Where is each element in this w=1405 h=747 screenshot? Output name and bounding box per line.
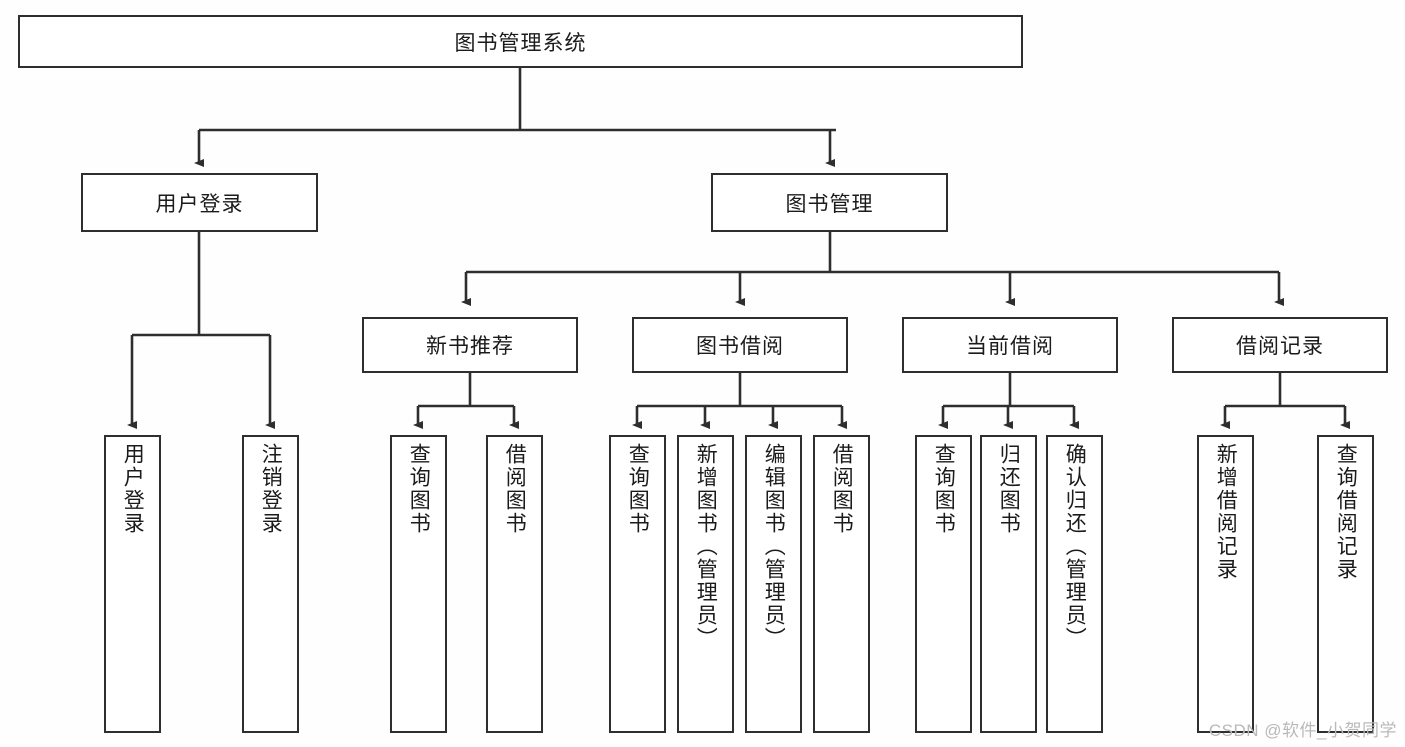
csdn-watermark: CSDN @软件_小贺同学 — [1208, 721, 1397, 740]
node-borrow-record[interactable]: 借阅记录 — [1172, 317, 1388, 373]
node-label: 用户登录 — [121, 443, 145, 535]
node-label: 编辑图书（管理员） — [762, 443, 786, 650]
leaf-add-book-admin[interactable]: 新增图书（管理员） — [677, 435, 734, 733]
leaf-query-book-current[interactable]: 查询图书 — [915, 435, 972, 733]
leaf-query-book-borrow[interactable]: 查询图书 — [609, 435, 666, 733]
node-label: 归还图书 — [997, 443, 1021, 535]
node-label: 借阅记录 — [1236, 335, 1324, 358]
node-label: 查询图书 — [932, 443, 956, 535]
node-label: 当前借阅 — [966, 335, 1054, 358]
node-label: 确认归还（管理员） — [1063, 443, 1087, 650]
node-label: 注销登录 — [259, 443, 283, 535]
node-label: 新增借阅记录 — [1214, 443, 1238, 581]
node-label: 查询图书 — [626, 443, 650, 535]
node-label: 用户登录 — [155, 192, 244, 216]
leaf-borrow-book-recommend[interactable]: 借阅图书 — [486, 435, 543, 733]
leaf-query-book-recommend[interactable]: 查询图书 — [390, 435, 447, 733]
node-label: 借阅图书 — [830, 443, 854, 535]
leaf-borrow-book[interactable]: 借阅图书 — [813, 435, 870, 733]
leaf-query-borrow-record[interactable]: 查询借阅记录 — [1317, 435, 1374, 733]
leaf-user-login[interactable]: 用户登录 — [104, 435, 161, 733]
node-label: 查询图书 — [407, 443, 431, 535]
leaf-user-logout[interactable]: 注销登录 — [242, 435, 299, 733]
node-user-login[interactable]: 用户登录 — [81, 173, 318, 232]
node-book-borrow[interactable]: 图书借阅 — [632, 317, 848, 373]
node-label: 图书管理系统 — [454, 31, 587, 55]
node-book-management[interactable]: 图书管理 — [711, 173, 948, 232]
leaf-edit-book-admin[interactable]: 编辑图书（管理员） — [745, 435, 802, 733]
node-current-borrow[interactable]: 当前借阅 — [902, 317, 1118, 373]
leaf-return-book[interactable]: 归还图书 — [980, 435, 1037, 733]
node-label: 借阅图书 — [503, 443, 527, 535]
node-label: 新书推荐 — [426, 335, 514, 358]
leaf-confirm-return-admin[interactable]: 确认归还（管理员） — [1046, 435, 1103, 733]
node-root-book-management-system[interactable]: 图书管理系统 — [18, 15, 1023, 68]
node-label: 图书借阅 — [696, 335, 784, 358]
node-label: 查询借阅记录 — [1334, 443, 1358, 581]
leaf-add-borrow-record[interactable]: 新增借阅记录 — [1197, 435, 1254, 733]
node-label: 新增图书（管理员） — [694, 443, 718, 650]
node-label: 图书管理 — [785, 192, 874, 216]
node-new-book-recommend[interactable]: 新书推荐 — [362, 317, 578, 373]
